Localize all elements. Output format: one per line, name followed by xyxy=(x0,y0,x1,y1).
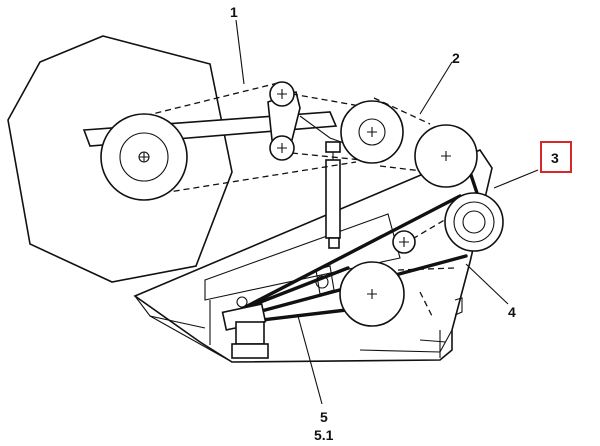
callout-5-1: 5.1 xyxy=(314,427,334,443)
leader-lines xyxy=(235,19,539,405)
frame-body xyxy=(133,149,493,363)
pulley-small-mid xyxy=(392,230,416,254)
callout-2: 2 xyxy=(452,50,460,66)
pulley-lower-center xyxy=(339,261,405,327)
pulley-large-left xyxy=(100,113,188,201)
callouts: 1 2 3 4 5 5.1 xyxy=(230,4,572,443)
pulley-idler-top xyxy=(269,81,295,107)
hydraulic-cylinder xyxy=(325,141,341,249)
callout-4: 4 xyxy=(508,304,516,320)
pulley-right-lower xyxy=(444,192,504,252)
callout-3-highlight-box xyxy=(540,141,572,173)
callout-5: 5 xyxy=(320,409,328,425)
pulley-center xyxy=(340,100,404,164)
pulley-idler-bottom xyxy=(269,135,295,161)
drive-gearbox xyxy=(221,265,335,359)
callout-1: 1 xyxy=(230,4,238,20)
callout-3: 3 xyxy=(551,150,559,166)
pulley-right-upper xyxy=(414,124,478,188)
idler-bracket xyxy=(267,90,301,150)
